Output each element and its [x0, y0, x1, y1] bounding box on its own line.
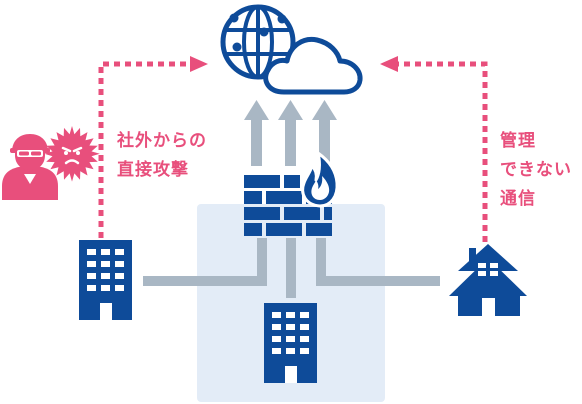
unmanaged-communication-arrow [380, 56, 488, 242]
virus-icon [44, 126, 100, 182]
head-office-building-icon [264, 303, 317, 383]
house-icon [449, 244, 527, 316]
upward-arrow-left [244, 100, 269, 166]
external-attack-label-line-2: 直接攻撃 [117, 160, 189, 180]
unmanaged-communication-label-line-1: 管理 [500, 131, 536, 151]
unmanaged-communication-label-line-2: できない [500, 160, 572, 180]
upward-arrow-right [312, 100, 337, 166]
external-attack-label: 社外からの 直接攻撃 [117, 127, 207, 185]
external-attack-label-line-1: 社外からの [117, 131, 207, 151]
external-attack-arrow [98, 56, 208, 238]
branch-office-building-icon [79, 240, 132, 320]
network-lines [143, 238, 440, 298]
hacker-icon [2, 134, 58, 200]
unmanaged-communication-label-line-3: 通信 [500, 189, 536, 209]
flame-icon [301, 151, 339, 208]
cloud-icon [263, 36, 363, 95]
unmanaged-communication-label: 管理 できない 通信 [500, 127, 572, 214]
right-connection-line [316, 238, 440, 286]
upward-arrows [244, 100, 337, 166]
upward-arrow-center [278, 100, 303, 166]
left-connection-line [143, 238, 267, 286]
